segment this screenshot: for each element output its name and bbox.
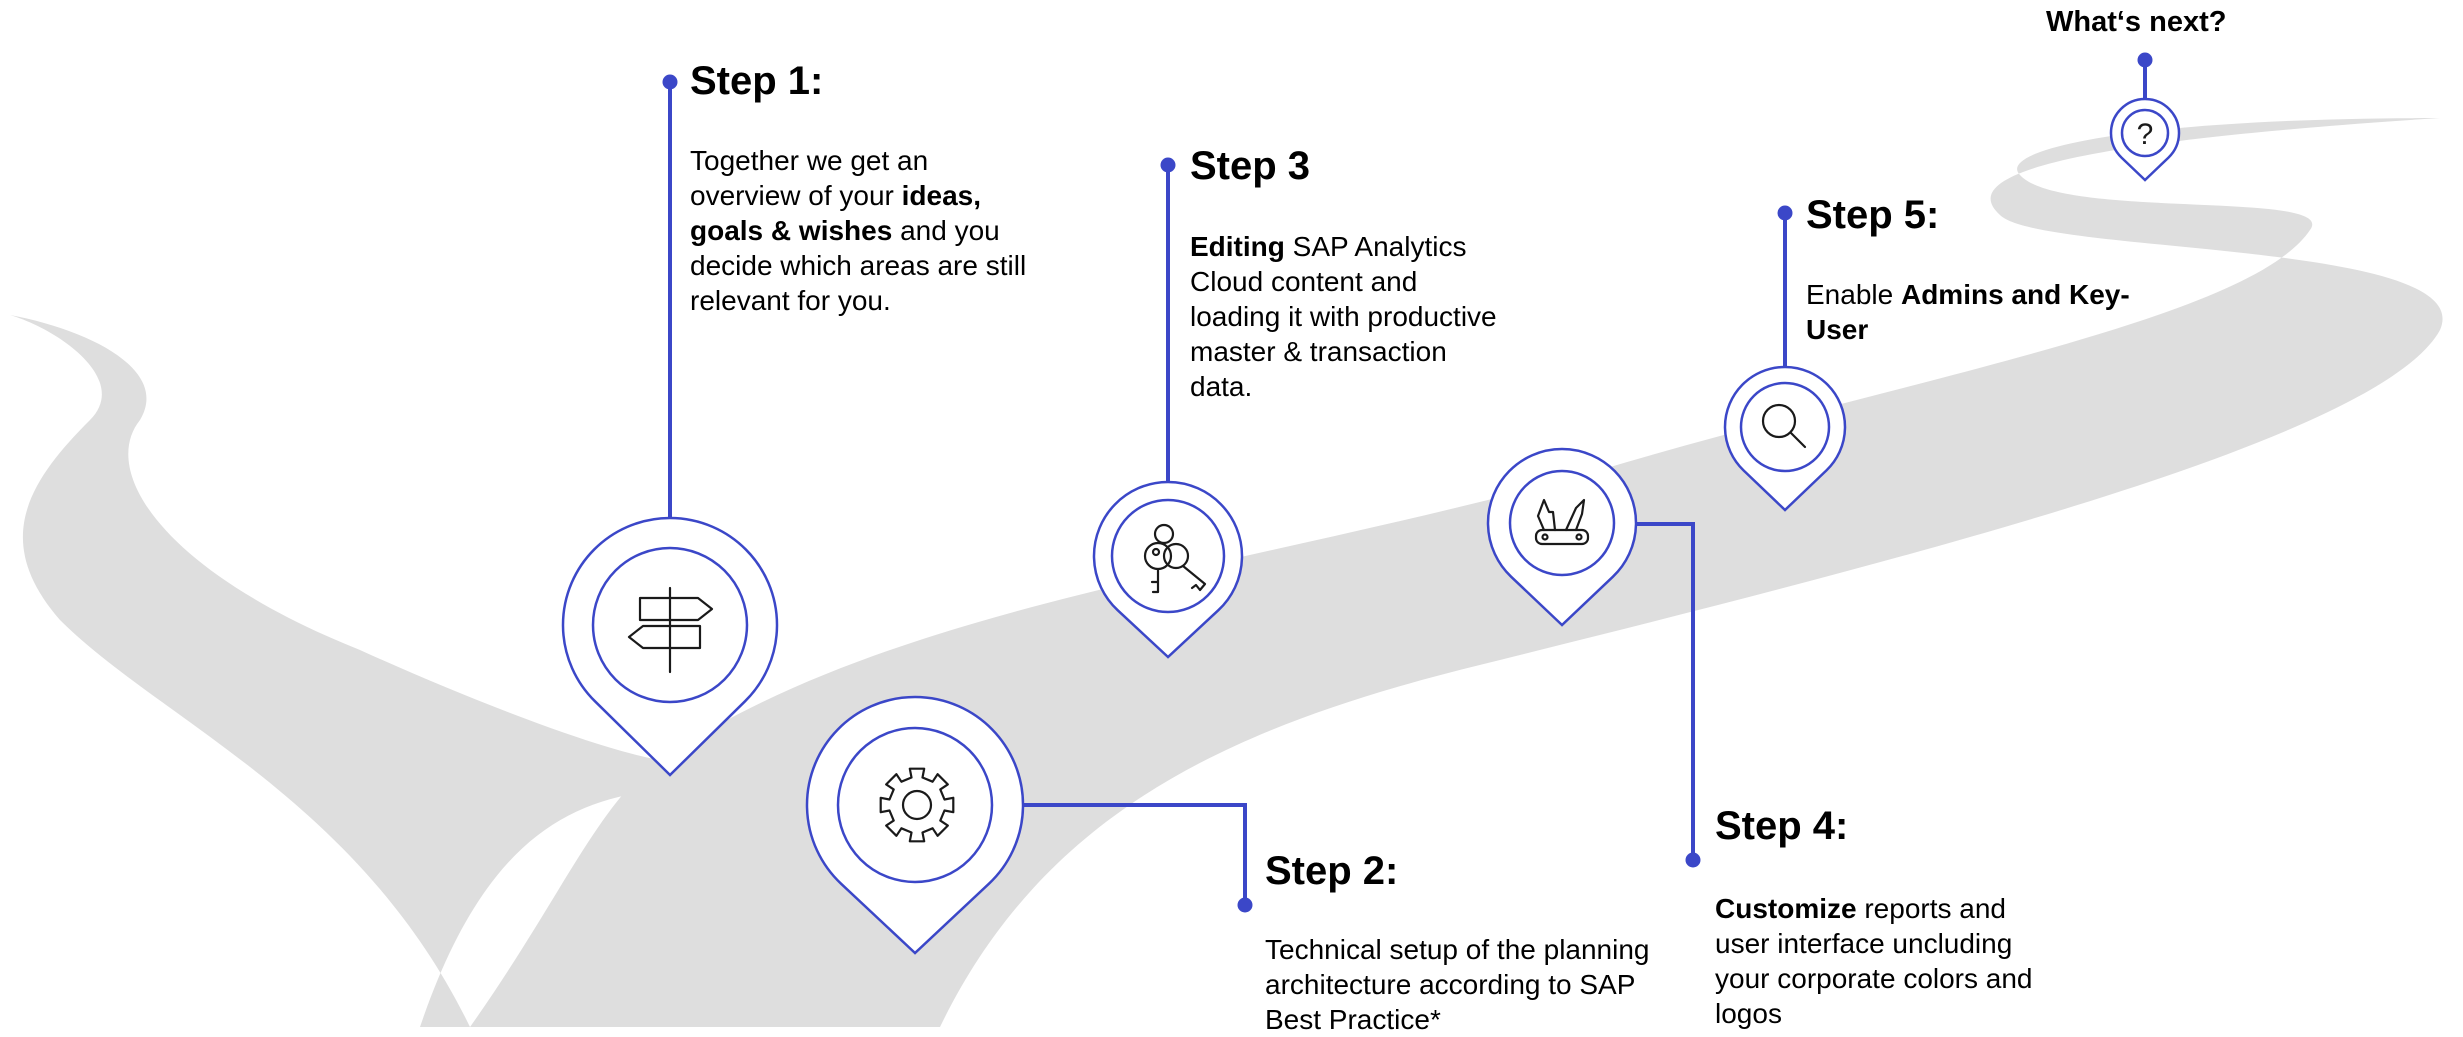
step-2-description: Technical setup of the planning architec… — [1265, 934, 1650, 1035]
step-4-ring — [1508, 469, 1616, 577]
whats-next-title: What‘s next? — [2046, 6, 2227, 38]
gear-icon — [879, 767, 955, 843]
step-1-description: Together we get an overview of your idea… — [690, 145, 1027, 316]
step-1-dot — [662, 74, 678, 90]
step-3-dot — [1160, 157, 1176, 173]
step-2-title: Step 2: — [1265, 849, 1399, 893]
step-4-title: Step 4: — [1715, 804, 1849, 848]
magnifier-icon — [1761, 403, 1807, 449]
step-5-dot — [1777, 205, 1793, 221]
step-2-connector — [1022, 803, 1247, 905]
road-branch — [10, 315, 660, 1027]
keys-icon — [1143, 523, 1207, 594]
step-4-connector — [1635, 522, 1695, 860]
step-1-title: Step 1: — [690, 59, 824, 103]
step-4-description: Customize reports and user interface unc… — [1715, 893, 2033, 1029]
signpost-icon — [627, 586, 714, 674]
step-5-ring — [1739, 381, 1831, 473]
whats-next-ring — [2120, 108, 2170, 158]
step-4-dot — [1685, 852, 1701, 868]
swiss-knife-icon — [1534, 498, 1590, 546]
step-5-title: Step 5: — [1806, 193, 1940, 237]
question-mark-icon: ? — [2137, 118, 2154, 151]
step-3-description: Editing SAP Analytics Cloud content and … — [1190, 231, 1497, 402]
step-2-ring — [836, 726, 994, 884]
step-3-ring — [1110, 498, 1226, 614]
step-3-title: Step 3 — [1190, 144, 1311, 188]
step-5-description: Enable Admins and Key-User — [1806, 279, 2130, 345]
whats-next-dot — [2137, 52, 2153, 68]
step-2-dot — [1237, 897, 1253, 913]
